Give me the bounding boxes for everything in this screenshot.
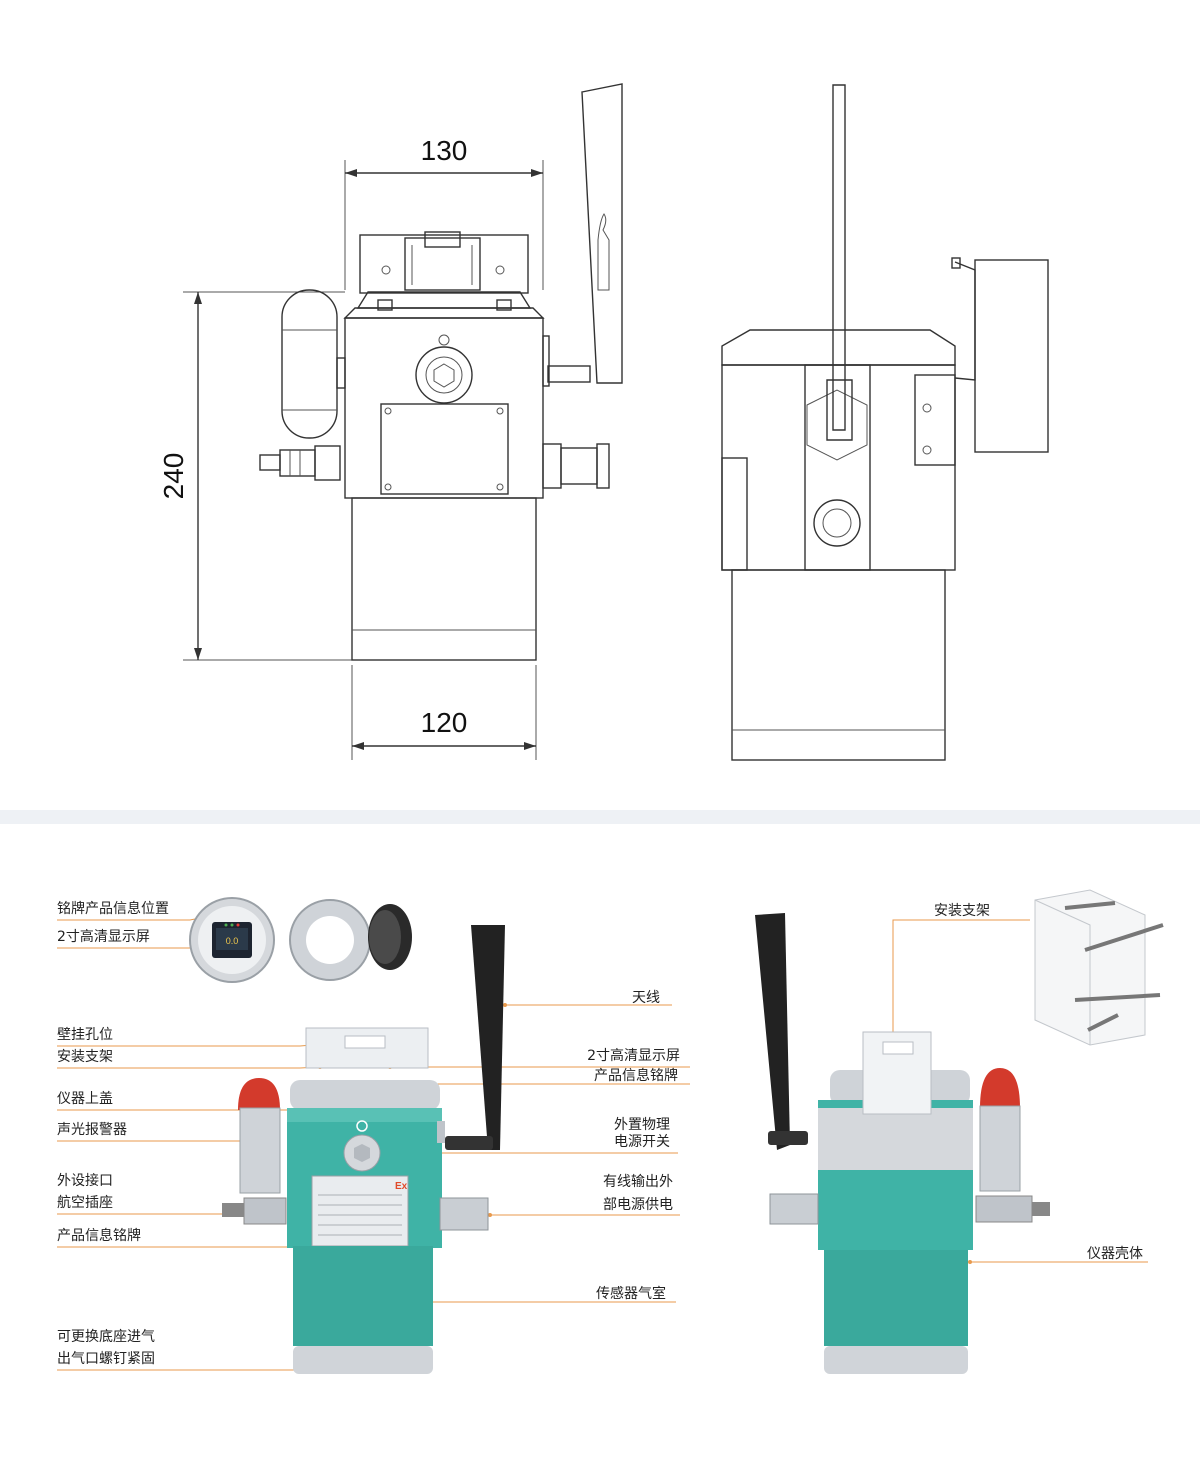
callout-alarm: 声光报警器 (57, 1122, 127, 1138)
front-cable-gland (542, 443, 610, 489)
display-bezel-exploded (289, 899, 412, 981)
front-alarm-light (281, 289, 346, 439)
front-cap (343, 291, 545, 319)
callout-hd-screen: 2寸高清显示屏 (587, 1047, 680, 1064)
callout-instrument-shell: 仪器壳体 (1087, 1245, 1143, 1262)
product-callout-diagram: 铭牌产品信息位置 2寸高清显示屏 壁挂孔位 安装支架 仪器上盖 声光报警器 外设… (57, 889, 1164, 1374)
callout-aviation-socket: 航空插座 (57, 1195, 113, 1211)
front-housing (344, 317, 550, 499)
dim-label-240: 240 (158, 453, 189, 500)
callout-replaceable-base: 可更换底座进气 (57, 1328, 155, 1345)
technical-drawing: 130 240 120 (158, 83, 1049, 761)
front-sensor-chamber (351, 497, 537, 661)
dim-label-130: 130 (421, 135, 468, 166)
callout-screw-fastening: 出气口螺钉紧固 (57, 1351, 155, 1367)
callout-mount-bracket: 安装支架 (57, 1049, 113, 1065)
callout-wall-mount-holes: 壁挂孔位 (57, 1027, 113, 1043)
callout-wired-output: 有线输出外 (603, 1174, 673, 1190)
display-reading: 0.0 (226, 936, 239, 946)
section-divider (0, 810, 1200, 824)
display-module: 0.0 (189, 897, 275, 983)
callout-mount-bracket-right: 安装支架 (934, 903, 990, 919)
callout-antenna: 天线 (632, 990, 660, 1006)
callout-external-interface: 外设接口 (57, 1172, 113, 1189)
callout-external-switch: 外置物理 (614, 1117, 670, 1133)
dim-label-120: 120 (421, 707, 468, 738)
callout-nameplate-position: 铭牌产品信息位置 (57, 900, 169, 917)
side-view (721, 84, 1049, 761)
front-antenna (547, 83, 623, 384)
ex-mark: Ex (395, 1181, 408, 1192)
callout-sensor-chamber: 传感器气室 (596, 1285, 666, 1302)
product-front: Ex (222, 925, 505, 1374)
callout-power-switch: 电源开关 (614, 1134, 670, 1150)
callout-top-cover: 仪器上盖 (57, 1091, 113, 1107)
callout-product-nameplate: 产品信息铭牌 (594, 1067, 678, 1084)
product-back (755, 913, 1050, 1374)
product-callout-panel: 铭牌产品信息位置 2寸高清显示屏 壁挂孔位 安装支架 仪器上盖 声光报警器 外设… (0, 824, 1200, 1458)
technical-drawing-panel: 130 240 120 (158, 83, 1049, 761)
bracket-detail (1034, 889, 1164, 1046)
callout-nameplate: 产品信息铭牌 (57, 1227, 141, 1244)
front-bracket (359, 231, 529, 294)
front-aviation-plug (259, 445, 341, 481)
callout-external-power: 部电源供电 (603, 1197, 673, 1213)
callout-display-screen: 2寸高清显示屏 (57, 928, 150, 945)
